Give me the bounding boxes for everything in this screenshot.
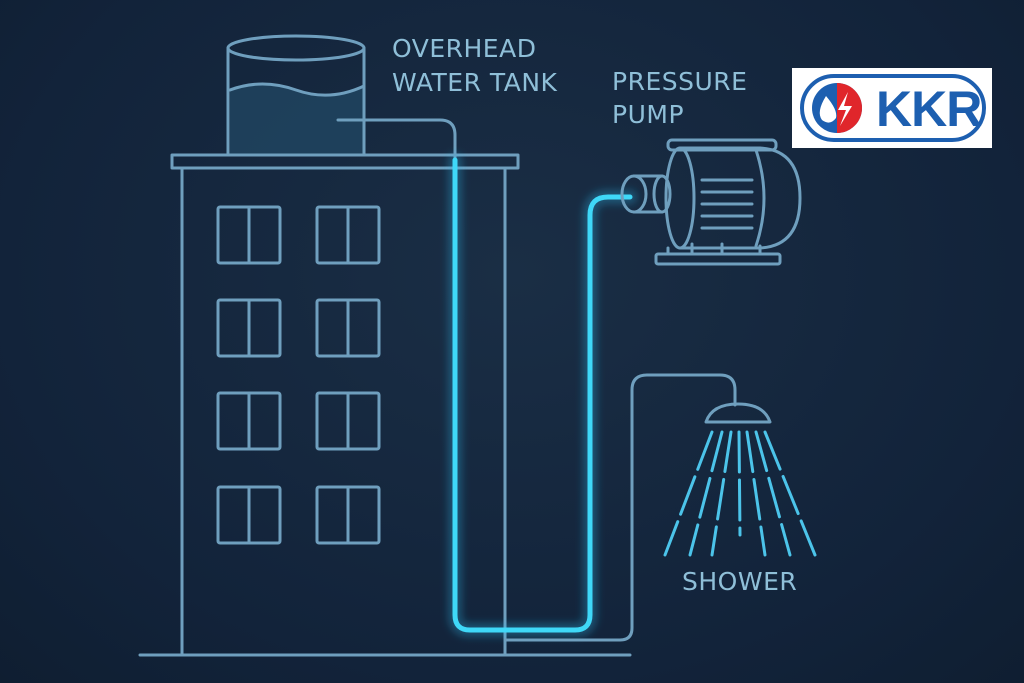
pressure-pump-icon	[620, 138, 802, 266]
water-spray-line	[754, 430, 792, 557]
water-spray-line	[745, 430, 767, 557]
water-spray-line	[763, 430, 817, 557]
shower-head-icon	[663, 402, 817, 557]
building-windows	[216, 205, 381, 545]
water-spray-line	[663, 430, 714, 557]
tank-label-line2: WATER TANK	[392, 68, 558, 97]
shower-spray	[663, 430, 817, 557]
water-spray-line	[688, 430, 724, 557]
logo-text: KKR	[876, 81, 982, 137]
kkr-logo: KKR	[792, 68, 992, 148]
water-spray-line	[710, 430, 733, 557]
tank-label-line1: OVERHEAD	[392, 34, 536, 63]
pump-label-line1: PRESSURE	[612, 67, 747, 96]
pressurized-pipe	[448, 153, 637, 637]
shower-supply-pipe	[503, 373, 737, 642]
overhead-water-tank	[226, 34, 366, 157]
pump-label-line2: PUMP	[612, 100, 684, 129]
building	[138, 153, 632, 657]
logo-emblem-icon	[800, 74, 986, 142]
water-spray-line	[737, 430, 742, 537]
shower-label: SHOWER	[682, 567, 797, 596]
tank-outlet-pipe	[336, 118, 457, 167]
